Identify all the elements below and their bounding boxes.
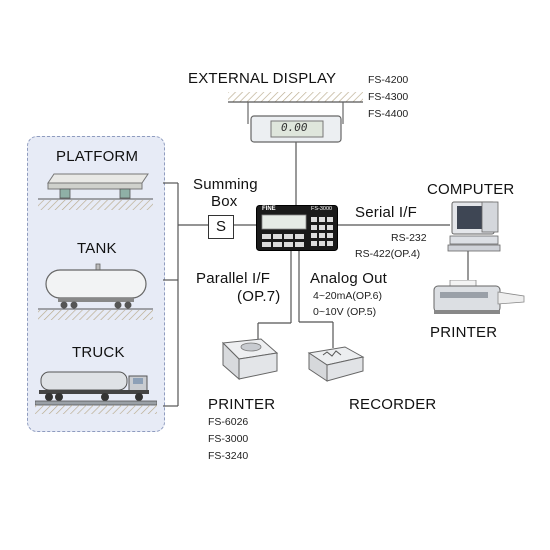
summing-box: S — [208, 215, 234, 239]
external-display-model-1: FS-4200 — [368, 74, 409, 86]
recorder-icon — [307, 346, 365, 382]
parallel-op-label: (OP.7) — [237, 288, 281, 305]
truck-scale-icon — [35, 371, 157, 414]
indicator-model: FS-3000 — [311, 206, 333, 212]
external-display-device — [228, 92, 363, 143]
analog-out-title: Analog Out — [310, 270, 388, 287]
indicator-brand: FINE — [262, 206, 276, 212]
tank-scale-icon — [38, 263, 153, 320]
external-display-readout: 0.00 — [281, 121, 308, 134]
truck-label: TRUCK — [72, 344, 125, 361]
rs422-label: RS-422(OP.4) — [355, 248, 421, 260]
printer-top-title: PRINTER — [430, 324, 498, 341]
printer-top-icon — [433, 280, 525, 314]
printer-bottom-icon — [221, 338, 279, 381]
platform-label: PLATFORM — [56, 148, 139, 165]
rs232-label: RS-232 — [391, 232, 427, 244]
computer-icon — [447, 201, 501, 252]
external-display-model-3: FS-4400 — [368, 108, 409, 120]
serial-if-label: Serial I/F — [355, 204, 418, 221]
parallel-if-label: Parallel I/F — [196, 270, 271, 287]
external-display-title: EXTERNAL DISPLAY — [188, 70, 337, 87]
summing-box-label-line1: Summing — [193, 176, 258, 193]
summing-box-label-line2: Box — [211, 193, 238, 210]
tank-label: TANK — [77, 240, 117, 257]
printer-bottom-model-2: FS-3000 — [208, 433, 249, 445]
analog-current-label: 4~20mA(OP.6) — [313, 290, 382, 302]
analog-voltage-label: 0~10V (OP.5) — [313, 306, 377, 318]
computer-title: COMPUTER — [427, 181, 515, 198]
printer-bottom-model-1: FS-6026 — [208, 416, 249, 428]
printer-bottom-title: PRINTER — [208, 396, 276, 413]
recorder-title: RECORDER — [349, 396, 437, 413]
indicator-device — [256, 205, 338, 251]
printer-bottom-model-3: FS-3240 — [208, 450, 249, 462]
platform-scale-icon — [38, 173, 153, 210]
external-display-model-2: FS-4300 — [368, 91, 409, 103]
